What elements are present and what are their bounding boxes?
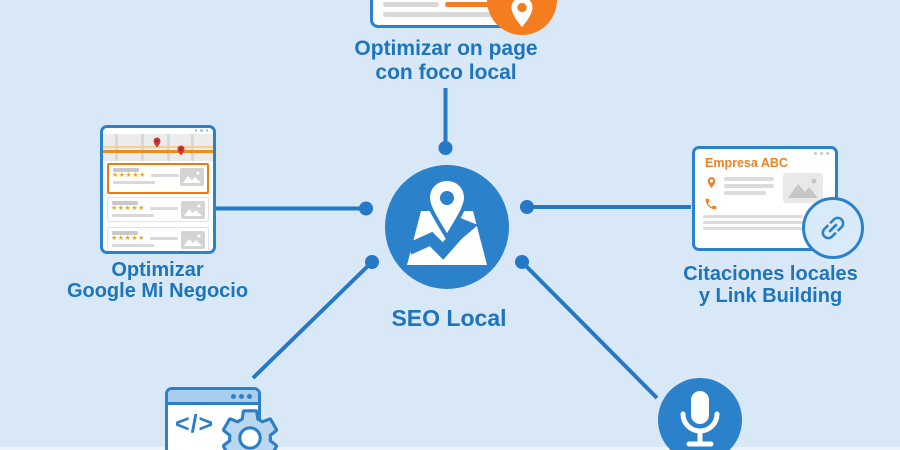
location-pin-icon [707,177,716,188]
business-name: Empresa ABC [705,156,788,170]
text-bar [150,207,178,210]
link-chain-icon [802,197,864,259]
listing-row: ★★★★★ [107,227,209,251]
text-bar [703,227,803,230]
gear-icon [216,404,284,450]
label-citations-line1: Citaciones locales [683,263,858,285]
image-placeholder-icon [180,168,204,186]
listing-row-highlighted: ★★★★★ [107,163,209,194]
text-bar [724,191,766,195]
map-thumbnail [103,134,213,161]
label-gmb: Optimizar Google Mi Negocio [35,260,280,302]
map-pin-icon [177,145,185,156]
star-rating: ★★★★★ [111,205,145,212]
text-bar [703,221,803,224]
seo-local-circle [385,165,509,289]
title-bar [113,168,139,172]
star-rating: ★★★★★ [111,235,145,242]
label-gmb-line2: Google Mi Negocio [66,280,249,302]
label-seo-local: SEO Local [391,305,507,331]
code-symbol: </> [175,410,215,438]
star-rating: ★★★★★ [112,172,146,179]
text-bar [383,2,439,7]
browser-header [168,390,258,405]
image-placeholder-icon [181,201,205,219]
text-bar [383,12,501,17]
highlighted-text-bar [445,2,491,7]
listing-row: ★★★★★ [107,197,209,222]
window-dots-icon [231,394,252,399]
image-placeholder-icon [783,173,823,203]
label-onpage-line2: con foco local [375,61,517,84]
bottom-edge [0,447,900,450]
text-bar [703,215,803,218]
title-bar [112,201,138,205]
microphone-icon [658,378,742,450]
text-bar [113,181,155,184]
text-bar [112,244,154,247]
label-onpage: Optimizar on page con foco local [296,37,596,85]
text-bar [724,184,774,188]
text-bar [151,174,179,177]
label-citations-line2: y Link Building [698,285,843,307]
text-bar [150,237,178,240]
title-bar [112,231,138,235]
google-business-listing-icon: ★★★★★ ★★★★★ ★★★★★ [100,125,216,254]
map-route-pin-icon [406,176,487,265]
map-pin-icon [153,137,161,148]
text-bar [112,214,154,217]
window-dots-icon [194,129,208,132]
text-bar [724,177,774,181]
image-placeholder-icon [181,231,205,249]
phone-icon [705,198,717,210]
label-onpage-line1: Optimizar on page [354,37,538,60]
label-citations: Citaciones locales y Link Building [648,263,893,307]
label-gmb-line1: Optimizar [111,259,204,281]
window-dots-icon [814,152,829,155]
